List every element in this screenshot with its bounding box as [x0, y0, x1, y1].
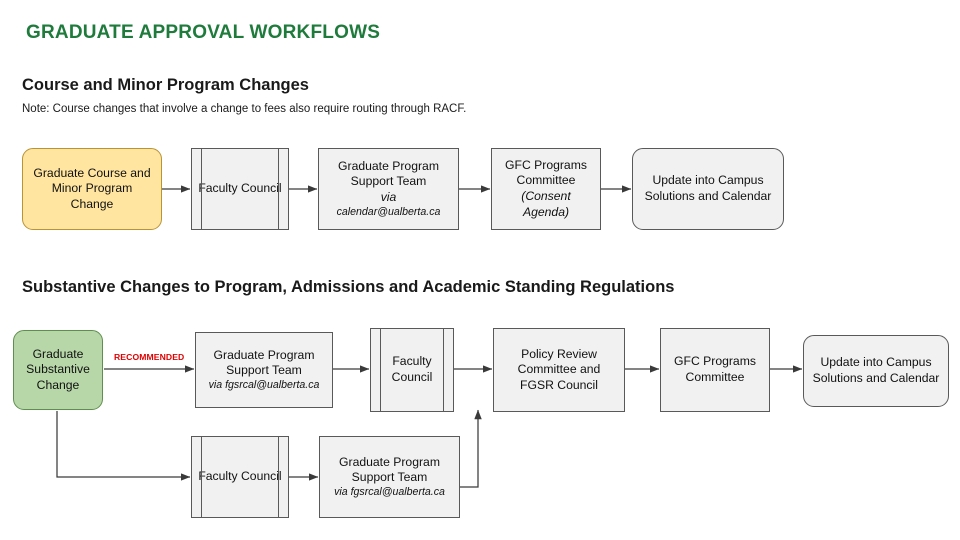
node-label: Graduate Program Support Team via calend…: [319, 159, 458, 219]
node-gfc-programs-committee-1[interactable]: GFC Programs Committee (Consent Agenda): [491, 148, 601, 230]
node-label: Graduate Program Support Team via fgsrca…: [196, 348, 332, 393]
edge-label-recommended: RECOMMENDED: [114, 352, 185, 362]
via-prefix: via: [208, 378, 223, 391]
node-label: Faculty Council: [391, 354, 433, 384]
node-graduate-substantive-change[interactable]: Graduate Substantive Change: [13, 330, 103, 410]
section-1-heading: Course and Minor Program Changes: [22, 76, 309, 94]
node-policy-review-committee-and-fgsr-council[interactable]: Policy Review Committee and FGSR Council: [493, 328, 625, 412]
node-title: Graduate Program Support Team: [338, 158, 439, 189]
node-title: GFC Programs Committee: [505, 157, 587, 188]
via-email: fgsrcal@ualberta.ca: [225, 378, 320, 391]
arrow-support-team-lower-to-policy-review: [459, 409, 482, 488]
node-label: Faculty Council: [198, 181, 282, 196]
node-graduate-program-support-team-lower[interactable]: Graduate Program Support Team via fgsrca…: [319, 436, 460, 518]
node-update-into-campus-solutions-and-calendar-2[interactable]: Update into Campus Solutions and Calenda…: [803, 335, 949, 407]
node-label: GFC Programs Committee: [674, 354, 756, 384]
arrow-green-start-to-faculty-council-lower: [56, 411, 191, 481]
node-gfc-programs-committee-2[interactable]: GFC Programs Committee: [660, 328, 770, 412]
node-update-into-campus-solutions-and-calendar-1[interactable]: Update into Campus Solutions and Calenda…: [632, 148, 784, 230]
node-faculty-council-upper[interactable]: Faculty Council: [370, 328, 454, 412]
node-label: Graduate Program Support Team via fgsrca…: [320, 455, 459, 500]
node-graduate-program-support-team-upper[interactable]: Graduate Program Support Team via fgsrca…: [195, 332, 333, 408]
page-title: GRADUATE APPROVAL WORKFLOWS: [26, 22, 381, 43]
via-prefix: via: [380, 190, 397, 205]
via-line: via fgsrcal@ualberta.ca: [202, 379, 326, 393]
node-label: Policy Review Committee and FGSR Council: [517, 346, 601, 392]
node-label: Update into Campus Solutions and Calenda…: [644, 173, 772, 203]
section-2-heading: Substantive Changes to Program, Admissio…: [22, 278, 675, 296]
node-note: (Consent Agenda): [521, 189, 571, 219]
via-email: calendar@ualberta.ca: [336, 205, 441, 218]
node-title: Graduate Program Support Team: [213, 347, 315, 378]
node-title: Graduate Program Support Team: [339, 454, 440, 485]
node-faculty-council-lower[interactable]: Faculty Council: [191, 436, 289, 518]
node-label: Graduate Substantive Change: [26, 346, 90, 392]
node-label: Faculty Council: [198, 469, 282, 484]
node-label: Graduate Course and Minor Program Change: [33, 165, 151, 211]
via-line: via fgsrcal@ualberta.ca: [326, 486, 453, 500]
node-faculty-council-1[interactable]: Faculty Council: [191, 148, 289, 230]
node-label: Update into Campus Solutions and Calenda…: [812, 355, 940, 385]
node-label: GFC Programs Committee (Consent Agenda): [492, 158, 600, 220]
node-graduate-program-support-team-1[interactable]: Graduate Program Support Team via calend…: [318, 148, 459, 230]
section-1-note: Note: Course changes that involve a chan…: [22, 103, 467, 115]
via-prefix: via: [334, 485, 348, 498]
node-graduate-course-and-minor-program-change[interactable]: Graduate Course and Minor Program Change: [22, 148, 162, 230]
via-email: fgsrcal@ualberta.ca: [350, 485, 445, 498]
